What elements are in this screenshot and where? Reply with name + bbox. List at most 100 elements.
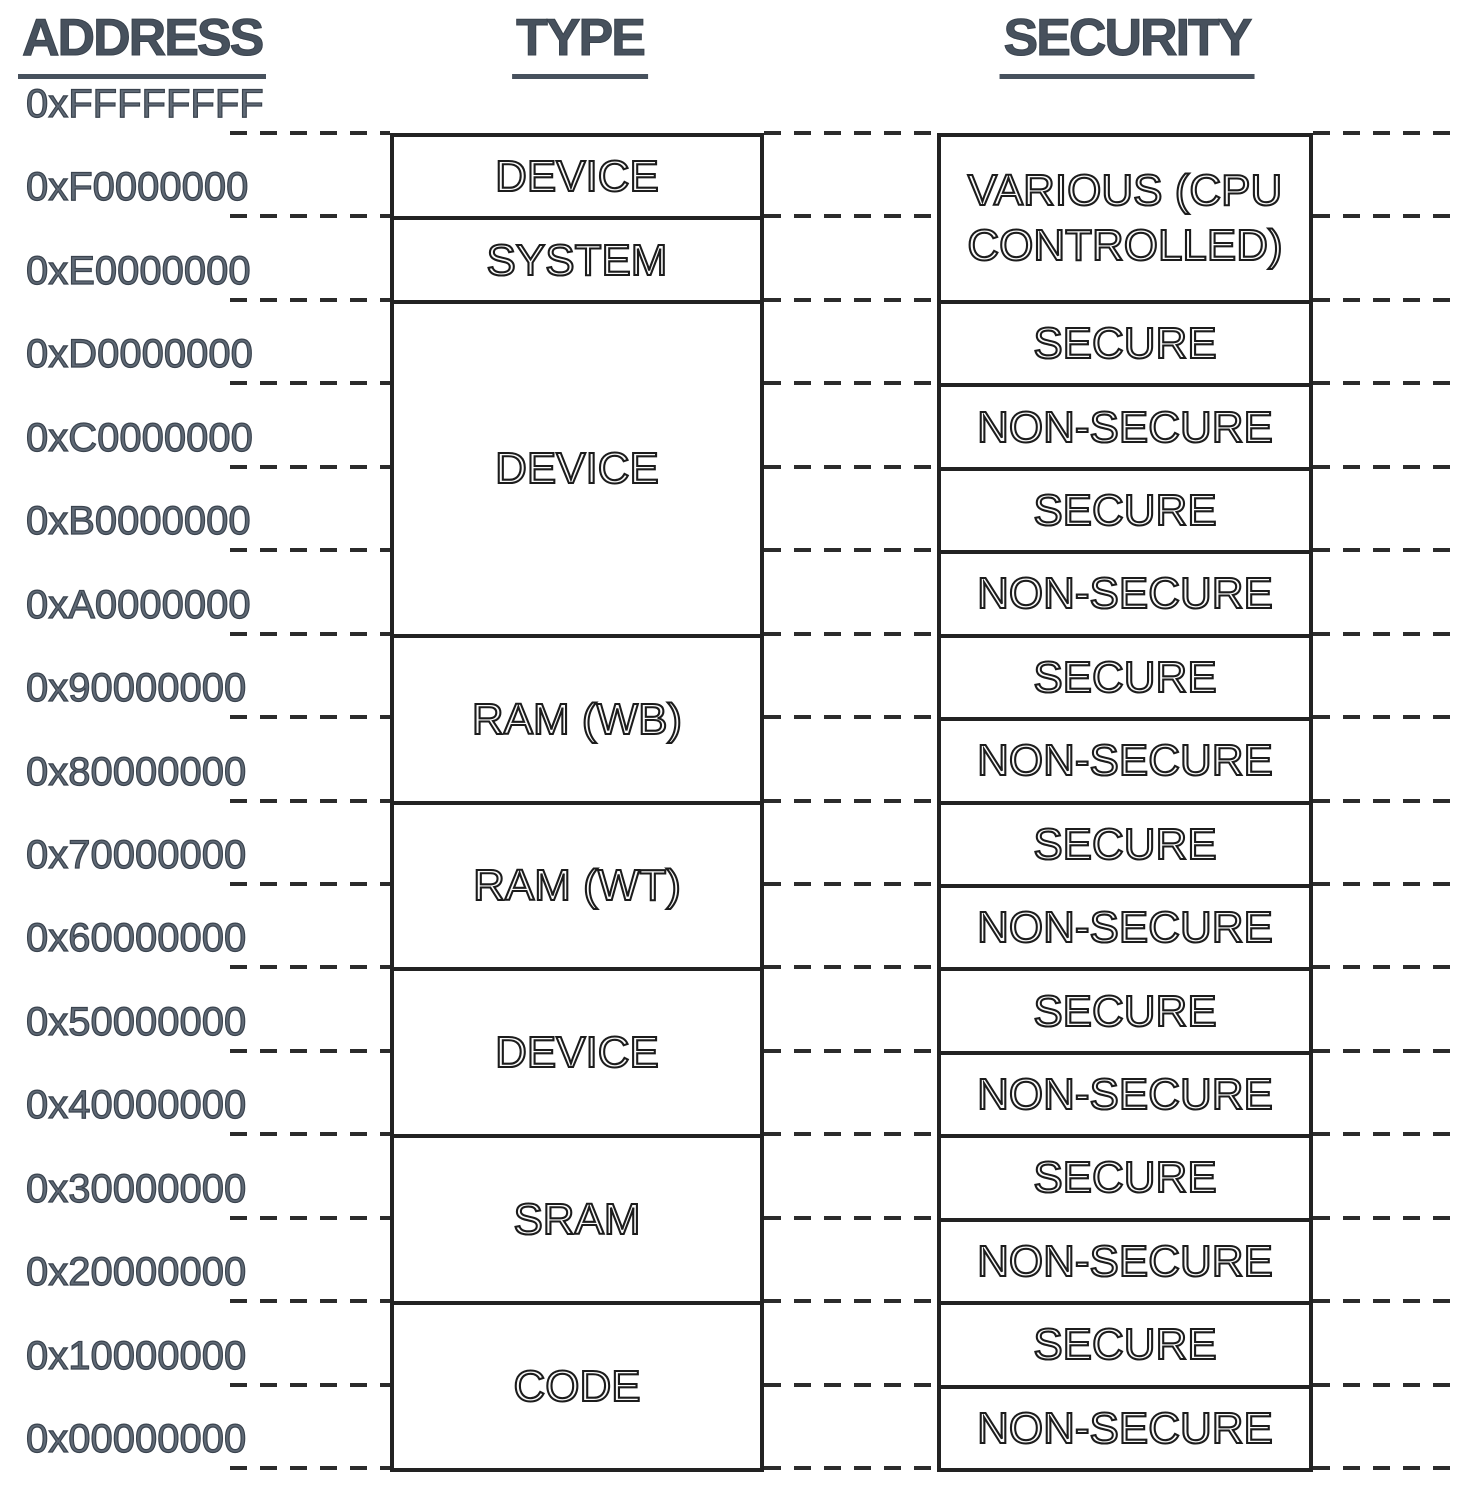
boundary-dashed-line — [230, 548, 390, 553]
boundary-dashed-line — [764, 965, 937, 970]
security-state-box-label: SECURE — [1032, 318, 1217, 369]
security-state-box: SECURE — [937, 1134, 1313, 1222]
address-label: 0xA0000000 — [25, 582, 251, 627]
address-label: 0xD0000000 — [25, 332, 253, 377]
address-label: 0x80000000 — [25, 749, 247, 794]
boundary-dashed-line — [764, 1382, 937, 1387]
security-state-box: SECURE — [937, 1301, 1313, 1389]
security-state-box-label: NON-SECURE — [976, 1403, 1274, 1454]
security-state-box: NON-SECURE — [937, 383, 1313, 471]
address-label: 0x50000000 — [25, 999, 247, 1044]
security-state-box: NON-SECURE — [937, 550, 1313, 638]
column-header-type: TYPE — [512, 8, 648, 79]
security-state-box: NON-SECURE — [937, 1050, 1313, 1139]
boundary-dashed-line — [230, 631, 390, 636]
memory-type-box: DEVICE — [390, 967, 764, 1139]
boundary-dashed-line — [1313, 464, 1458, 469]
address-label: 0xB0000000 — [25, 499, 251, 544]
security-state-box-label: SECURE — [1032, 819, 1217, 870]
security-state-box: SECURE — [937, 967, 1313, 1055]
memory-type-box-label: DEVICE — [494, 443, 660, 494]
memory-type-box-label: RAM (WT) — [472, 860, 682, 911]
boundary-dashed-line — [764, 381, 937, 386]
security-state-box-label: NON-SECURE — [976, 1236, 1274, 1287]
security-column: VARIOUS (CPU CONTROLLED) SECURE NON-SECURE… — [937, 133, 1313, 1472]
memory-type-box-label: CODE — [512, 1361, 641, 1412]
security-state-box: NON-SECURE — [937, 1217, 1313, 1306]
memory-type-box-label: SYSTEM — [485, 235, 668, 286]
boundary-dashed-line — [1313, 715, 1458, 720]
boundary-dashed-line — [230, 1382, 390, 1387]
boundary-dashed-line — [764, 131, 937, 135]
memory-type-box: RAM (WB) — [390, 633, 764, 805]
boundary-dashed-line — [230, 381, 390, 386]
memory-type-box: SRAM — [390, 1134, 764, 1306]
boundary-dashed-line — [1313, 297, 1458, 302]
security-state-box-label: NON-SECURE — [976, 401, 1274, 452]
boundary-dashed-line — [764, 464, 937, 469]
memory-type-box-label: DEVICE — [494, 1027, 660, 1078]
memory-type-box-label: SRAM — [512, 1194, 641, 1245]
memory-type-box: RAM (WT) — [390, 800, 764, 972]
security-state-box-label: SECURE — [1032, 1319, 1217, 1370]
address-label: 0x40000000 — [25, 1083, 247, 1128]
security-state-box-label: NON-SECURE — [976, 1069, 1274, 1120]
boundary-dashed-line — [764, 1299, 937, 1304]
boundary-dashed-line — [764, 1215, 937, 1220]
boundary-dashed-line — [1313, 881, 1458, 886]
boundary-dashed-line — [764, 297, 937, 302]
address-label: 0x60000000 — [25, 916, 247, 961]
boundary-dashed-line — [764, 214, 937, 219]
boundary-dashed-line — [230, 464, 390, 469]
boundary-dashed-line — [1313, 1048, 1458, 1053]
address-label: 0x90000000 — [25, 665, 247, 711]
boundary-dashed-line — [1313, 798, 1458, 803]
address-label: 0xE0000000 — [25, 248, 251, 293]
column-header-address: ADDRESS — [18, 8, 267, 79]
boundary-dashed-line — [764, 715, 937, 720]
boundary-dashed-line — [230, 881, 390, 886]
security-state-box: NON-SECURE — [937, 1384, 1313, 1472]
boundary-dashed-line — [764, 1466, 937, 1470]
boundary-dashed-line — [1313, 214, 1458, 219]
boundary-dashed-line — [230, 1299, 390, 1304]
boundary-dashed-line — [764, 798, 937, 803]
boundary-dashed-line — [230, 297, 390, 302]
boundary-dashed-line — [1313, 1382, 1458, 1387]
boundary-dashed-line — [1313, 1299, 1458, 1304]
boundary-dashed-line — [1313, 965, 1458, 970]
column-header-security: SECURITY — [999, 8, 1255, 79]
address-label: 0x00000000 — [25, 1416, 247, 1461]
memory-type-box-label: DEVICE — [494, 151, 660, 202]
memory-type-box: DEVICE — [390, 133, 764, 221]
security-state-box: NON-SECURE — [937, 717, 1313, 805]
boundary-dashed-line — [230, 715, 390, 720]
boundary-dashed-line — [1313, 548, 1458, 553]
address-label: 0xF0000000 — [25, 165, 249, 210]
boundary-dashed-line — [764, 1132, 937, 1137]
boundary-dashed-line — [1313, 1215, 1458, 1220]
security-state-box-label: SECURE — [1032, 1152, 1217, 1203]
security-state-box-label: NON-SECURE — [976, 902, 1274, 953]
boundary-dashed-line — [764, 631, 937, 636]
security-state-box-label: NON-SECURE — [976, 735, 1274, 786]
boundary-dashed-line — [230, 965, 390, 970]
address-label: 0x30000000 — [25, 1166, 247, 1211]
security-state-box: VARIOUS (CPU CONTROLLED) — [937, 133, 1313, 304]
type-column: DEVICE SYSTEM DEVICE RAM (WB) RAM (WT) DEVICE… — [390, 133, 764, 1472]
boundary-dashed-line — [764, 1048, 937, 1053]
boundary-dashed-line — [230, 1215, 390, 1220]
boundary-dashed-line — [230, 1466, 390, 1470]
boundary-dashed-line — [230, 1048, 390, 1053]
boundary-dashed-line — [1313, 1132, 1458, 1137]
memory-type-box-label: RAM (WB) — [471, 694, 683, 745]
boundary-dashed-line — [1313, 631, 1458, 636]
security-state-box-label: NON-SECURE — [976, 568, 1274, 619]
boundary-dashed-line — [764, 548, 937, 553]
security-state-box: NON-SECURE — [937, 883, 1313, 972]
memory-type-box: DEVICE — [390, 299, 764, 638]
memory-type-box: SYSTEM — [390, 216, 764, 304]
boundary-dashed-line — [230, 131, 390, 135]
boundary-dashed-line — [1313, 1466, 1458, 1470]
